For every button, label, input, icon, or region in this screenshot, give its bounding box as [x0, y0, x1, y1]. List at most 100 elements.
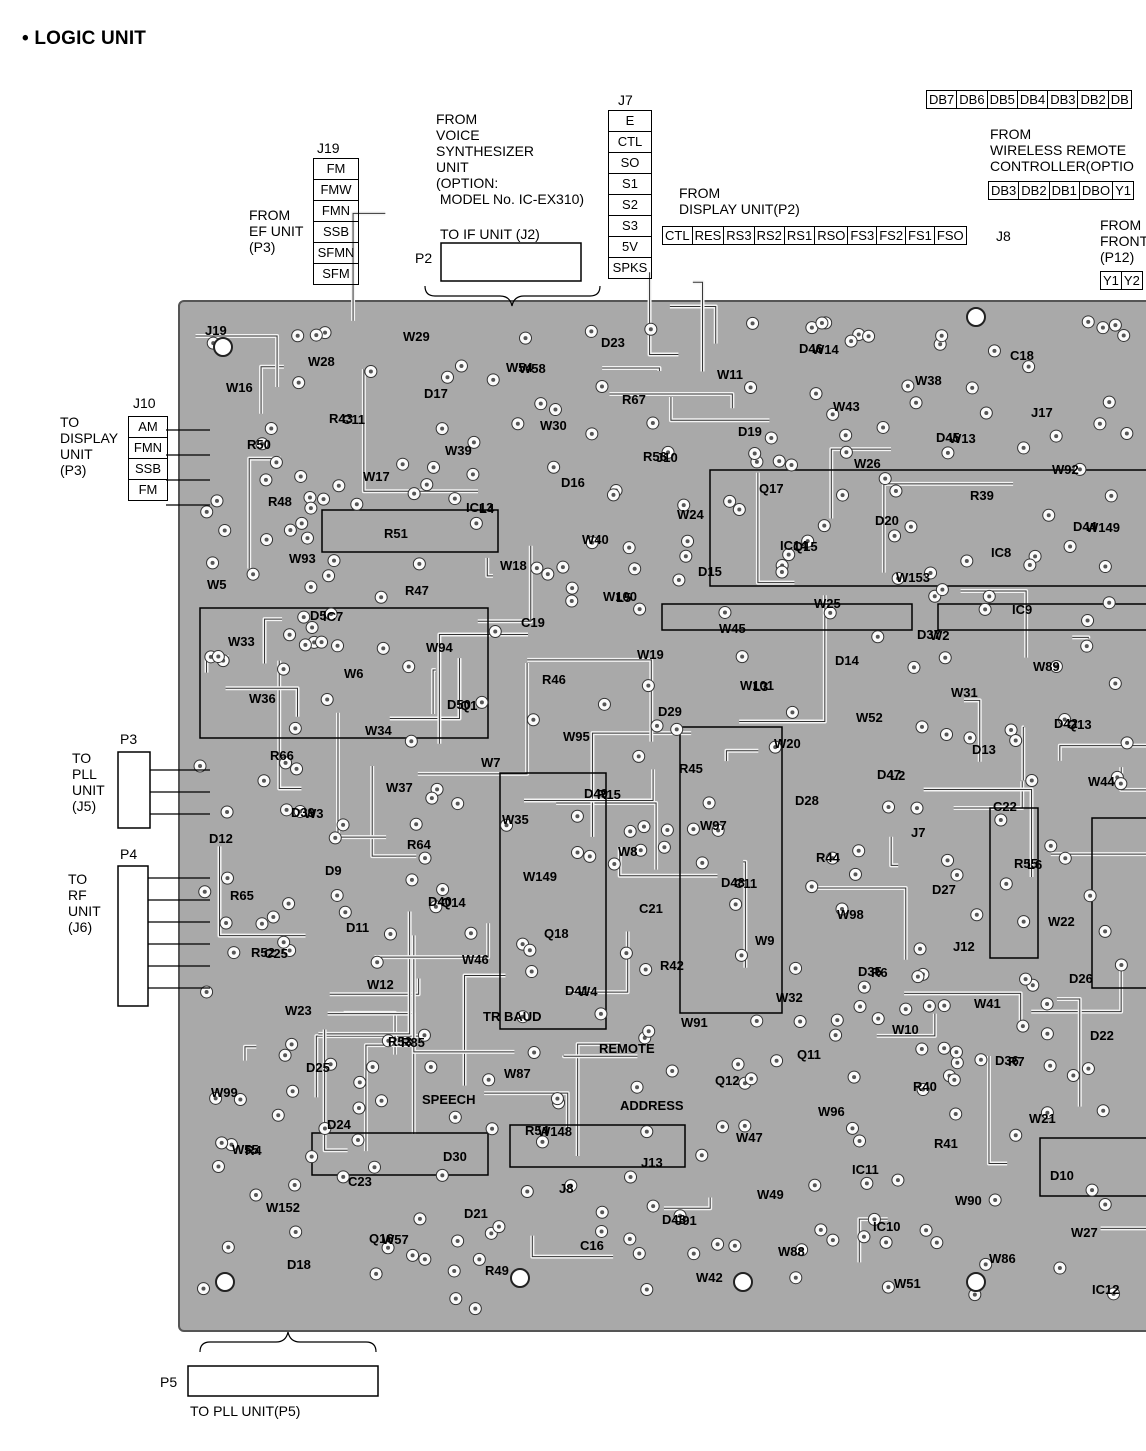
board-ref-label: D28 — [795, 793, 819, 808]
board-ref-label: D24 — [327, 1117, 352, 1132]
board-ref-label: D23 — [601, 335, 625, 350]
j7-pin: S2 — [609, 195, 651, 216]
board-ref-label: W17 — [363, 469, 390, 484]
board-ref-label: D49 — [584, 786, 608, 801]
board-ref-label: W25 — [814, 596, 841, 611]
board-ref-label: D48 — [721, 875, 745, 890]
board-ref-label: D44 — [1073, 519, 1098, 534]
board-ref-label: W11 — [717, 367, 743, 382]
board-ref-label: W98 — [837, 907, 864, 922]
board-ref-label: W14 — [812, 342, 840, 357]
j10-pin: FM — [129, 480, 167, 501]
j7-pin: CTL — [609, 132, 651, 153]
j19-pin: SFMN — [314, 243, 358, 264]
board-ref-label: W94 — [426, 640, 454, 655]
board-ref-label: R45 — [679, 761, 703, 776]
j8-pin: RS2 — [755, 227, 785, 244]
board-ref-label: W21 — [1029, 1111, 1056, 1126]
db-top-pin: DB5 — [988, 91, 1018, 108]
db-low-pin: DB1 — [1050, 182, 1080, 199]
board-ref-label: W30 — [540, 418, 567, 433]
board-ref-label: Q11 — [797, 1047, 821, 1062]
board-ref-label: J13 — [641, 1155, 663, 1170]
j7-pin: S1 — [609, 174, 651, 195]
board-ref-label: W149 — [1086, 520, 1120, 535]
board-ref-label: D9 — [325, 863, 342, 878]
board-ref-label: W153 — [896, 570, 930, 585]
j19-pin: SFM — [314, 264, 358, 285]
board-ref-label: R47 — [405, 583, 429, 598]
board-ref-label: R15 — [597, 787, 621, 802]
board-ref-label: W97 — [700, 818, 727, 833]
board-ref-label: R65 — [230, 888, 254, 903]
board-ref-label: R53 — [388, 1034, 412, 1049]
board-ref-label: Q18 — [544, 926, 569, 941]
board-ref-label: D25 — [306, 1060, 330, 1075]
board-ref-label: W23 — [285, 1003, 312, 1018]
board-ref-label: C25 — [264, 946, 288, 961]
board-ref-label: J8 — [559, 1181, 573, 1196]
j7-pin: S3 — [609, 216, 651, 237]
board-ref-label: D42 — [1054, 716, 1078, 731]
j19-pin: FM — [314, 159, 358, 180]
board-ref-label: D12 — [209, 831, 233, 846]
board-ref-label: Q15 — [793, 539, 818, 554]
db-top-pin: DB2 — [1078, 91, 1109, 108]
board-ref-label: R46 — [542, 672, 566, 687]
board-ref-label: D26 — [1069, 971, 1093, 986]
board-ref-label: W54 — [506, 360, 534, 375]
board-ref-label: W49 — [757, 1187, 784, 1202]
board-ref-label: J7 — [911, 825, 925, 840]
board-ref-label: W55 — [232, 1142, 259, 1157]
voice-label: FROM VOICE SYNTHESIZER UNIT (OPTION: MOD… — [436, 111, 585, 207]
board-ref-label: D45 — [936, 430, 960, 445]
board-ref-label: R41 — [934, 1136, 958, 1151]
j7-label: J7 — [618, 92, 633, 108]
board-ref-label: W152 — [266, 1200, 300, 1215]
board-ref-label: C11 — [342, 412, 365, 427]
board-ref-label: W5 — [207, 577, 227, 592]
j10-label: J10 — [133, 395, 156, 411]
board-ref-label: C19 — [521, 615, 545, 630]
j8-pin: FSO — [935, 227, 967, 244]
board-ref-label: ADDRESS — [620, 1098, 684, 1113]
to-pll-p5-label: TO PLL UNIT(P5) — [190, 1403, 301, 1419]
board-ref-label: IC14 — [780, 538, 808, 553]
board-ref-label: W91 — [681, 1015, 708, 1030]
j8-pin: FS3 — [848, 227, 878, 244]
board-ref-label: R55 — [1014, 856, 1038, 871]
board-ref-label: W89 — [1033, 659, 1060, 674]
board-ref-label: W87 — [504, 1066, 531, 1081]
board-ref-label: C16 — [580, 1238, 604, 1253]
board-ref-label: W34 — [365, 723, 393, 738]
j19-pin: SSB — [314, 222, 358, 243]
j8-pin: CTL — [663, 227, 693, 244]
board-ref-label: C11 — [734, 876, 757, 891]
to-pll-label: TO PLL UNIT (J5) — [72, 750, 105, 814]
y-pin: Y2 — [1122, 272, 1143, 289]
board-ref-label: L2 — [890, 768, 905, 783]
board-ref-label: IC9 — [1012, 602, 1032, 617]
board-ref-label: W35 — [502, 812, 529, 827]
board-ref-label: D20 — [875, 513, 899, 528]
p2-label: P2 — [415, 250, 433, 266]
board-ref-label: W13 — [949, 431, 976, 446]
board-ref-label: W2 — [930, 628, 950, 643]
board-ref-label: W22 — [1048, 914, 1075, 929]
board-ref-label: W58 — [519, 361, 546, 376]
j8-pin: RES — [693, 227, 725, 244]
board-ref-label: IC13 — [466, 500, 493, 515]
db-top-pin: DB4 — [1018, 91, 1049, 108]
j8-pin: RSO — [815, 227, 849, 244]
board-ref-label: W7 — [481, 755, 501, 770]
j8-pin: RS3 — [724, 227, 755, 244]
board-ref-label: C18 — [1010, 348, 1034, 363]
board-ref-label: W37 — [386, 780, 413, 795]
board-ref-label: W44 — [1088, 774, 1116, 789]
board-ref-label: Q1 — [460, 698, 477, 713]
